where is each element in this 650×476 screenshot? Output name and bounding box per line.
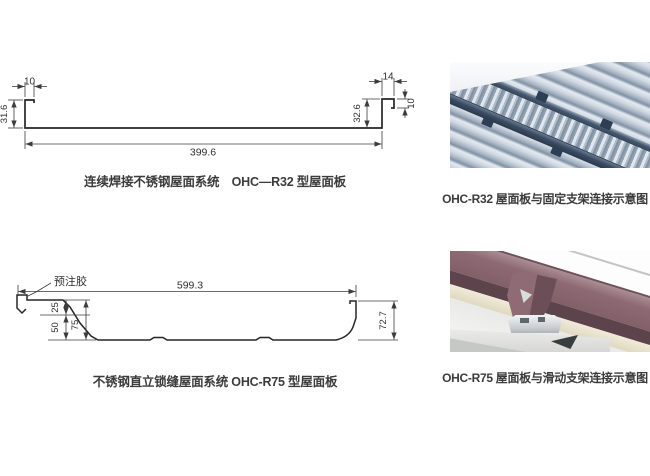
dim-label-width: 399.6 [190, 147, 216, 159]
dim-label-right-height: 72.7 [378, 311, 389, 330]
r75-dimension-labels: 预注胶 599.3 25 50 75 72.7 [50, 274, 389, 333]
r32-connection-photo [450, 62, 650, 168]
dim-height-right [362, 98, 380, 128]
r32-profile-drawing: 10 31.6 399.6 32.6 14 10 [0, 72, 417, 159]
r75-connection-photo [450, 251, 650, 352]
clip-slot [520, 318, 529, 323]
r75-profile-outline [16, 294, 357, 341]
dim-label-upper: 25 [50, 302, 61, 313]
dim-width [24, 131, 383, 149]
r75-drawing-caption: 不锈钢直立锁缝屋面系统 OHC-R75 型屋面板 [92, 375, 338, 389]
r75-seam-hook [16, 294, 36, 315]
dim-label-lip-left: 10 [24, 77, 36, 88]
dim-height-left [8, 99, 23, 129]
r75-profile-body [36, 299, 357, 341]
dim-label-overall-width: 599.3 [177, 280, 203, 292]
dim-right-height [358, 300, 398, 341]
dim-label-lower: 50 [50, 322, 61, 333]
r32-profile-outline [24, 98, 395, 129]
sealant-leader-line [26, 282, 52, 297]
sliding-clip [508, 315, 562, 333]
dim-label-lip-right: 10 [406, 98, 417, 109]
dim-overall-width [17, 285, 357, 297]
dim-left-stack [40, 299, 96, 341]
dim-label-height-left: 31.6 [0, 105, 10, 124]
dim-label-height-right: 32.6 [352, 104, 363, 123]
dim-label-total: 75 [70, 320, 81, 331]
r32-drawing-caption: 连续焊接不锈钢屋面系统 OHC—R32 型屋面板 [84, 175, 346, 189]
dim-label-cap-width: 14 [382, 72, 394, 83]
r32-dimension-labels: 10 31.6 399.6 32.6 14 10 [0, 72, 417, 159]
clip-slot [538, 317, 545, 322]
dim-lip-left [12, 82, 47, 97]
r32-dimension-lines [8, 78, 409, 149]
dim-lip-right [397, 89, 409, 118]
r32-photo-caption: OHC-R32 屋面板与固定支架连接示意图 [442, 192, 648, 206]
r75-profile-drawing: 预注胶 599.3 25 50 75 72.7 [16, 274, 398, 341]
sealant-label: 预注胶 [54, 274, 87, 288]
r75-photo-caption: OHC-R75 屋面板与滑动支架连接示意图 [442, 371, 648, 385]
r75-dimension-lines [17, 282, 398, 341]
dim-cap-width [369, 78, 407, 96]
